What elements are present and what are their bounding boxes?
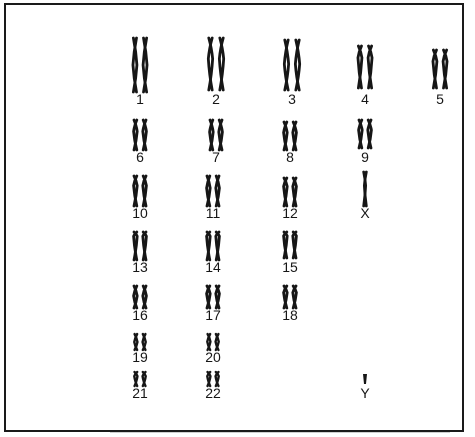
chromosome-pair-glyph [204, 334, 222, 350]
chromosome-15 [280, 232, 300, 258]
chromosome-pair-glyph [280, 178, 300, 206]
chromosome-label: X [345, 206, 385, 220]
chromosome-2 [204, 38, 228, 90]
chromosome-pair-glyph [131, 372, 149, 386]
chromosome-19 [131, 334, 149, 350]
chromosome-label: 2 [196, 92, 236, 106]
chromosome-x [359, 172, 371, 206]
chromosome-pair-glyph [280, 286, 300, 308]
chromosome-label: 12 [270, 206, 310, 220]
chromosome-label: 17 [193, 308, 233, 322]
chromosome-y [361, 374, 369, 384]
chromosome-label: 8 [270, 150, 310, 164]
chromosome-pair-glyph [130, 120, 150, 150]
chromosome-13 [130, 232, 150, 260]
chromosome-label: 21 [120, 386, 160, 400]
chromosome-pair-glyph [203, 176, 223, 206]
chromosome-label: 20 [193, 350, 233, 364]
chromosome-11 [203, 176, 223, 206]
chromosome-pair-glyph [355, 120, 375, 148]
chromosome-21 [131, 372, 149, 386]
chromosome-pair-glyph [204, 372, 222, 386]
chromosome-pair-glyph [280, 122, 300, 150]
chromosome-pair-glyph [204, 38, 228, 90]
chromosome-pair-glyph [129, 38, 151, 92]
chromosome-pair-glyph [130, 286, 150, 308]
chromosome-10 [130, 176, 150, 206]
chromosome-pair-glyph [203, 286, 223, 308]
chromosome-pair-glyph [354, 46, 376, 88]
chromosome-18 [280, 286, 300, 308]
chromosome-7 [206, 120, 226, 150]
chromosome-label: 3 [272, 92, 312, 106]
chromosome-pair-glyph [280, 232, 300, 258]
y-chromatid [363, 374, 367, 384]
chromosome-pair-glyph [206, 120, 226, 150]
chromosome-pair-glyph [203, 232, 223, 260]
chromosome-label: 16 [120, 308, 160, 322]
chromosome-pair-glyph [130, 176, 150, 206]
chromosome-14 [203, 232, 223, 260]
chromosome-label: 7 [196, 150, 236, 164]
chromosome-label: 19 [120, 350, 160, 364]
chromosome-20 [204, 334, 222, 350]
chromosome-9 [355, 120, 375, 148]
chromosome-label: Y [345, 386, 385, 400]
chromosome-label: 18 [270, 308, 310, 322]
chromosome-17 [203, 286, 223, 308]
chromosome-pair-glyph [359, 172, 371, 206]
chromosome-label: 4 [345, 92, 385, 106]
chromosome-label: 1 [120, 92, 160, 106]
chromosome-8 [280, 122, 300, 150]
chromosome-pair-glyph [130, 232, 150, 260]
chromosome-pair-glyph [131, 334, 149, 350]
chromosome-16 [130, 286, 150, 308]
chromosome-12 [280, 178, 300, 206]
chromosome-6 [130, 120, 150, 150]
chromosome-label: 9 [345, 150, 385, 164]
chromosome-1 [129, 38, 151, 92]
chromosome-5 [429, 50, 451, 88]
chromosome-pair-glyph [429, 50, 451, 88]
chromosome-4 [354, 46, 376, 88]
chromosome-22 [204, 372, 222, 386]
karyotype-frame [4, 3, 464, 432]
chromosome-label: 13 [120, 260, 160, 274]
chromosome-label: 11 [193, 206, 233, 220]
bottom-rule [110, 432, 450, 433]
chromosome-label: 14 [193, 260, 233, 274]
chromosome-3 [280, 40, 304, 90]
chromosome-label: 15 [270, 260, 310, 274]
chromosome-label: 6 [120, 150, 160, 164]
chromosome-pair-glyph [280, 40, 304, 90]
chromosome-label: 10 [120, 206, 160, 220]
chromosome-pair-glyph [361, 374, 369, 384]
chromosome-label: 5 [420, 92, 460, 106]
chromosome-label: 22 [193, 386, 233, 400]
